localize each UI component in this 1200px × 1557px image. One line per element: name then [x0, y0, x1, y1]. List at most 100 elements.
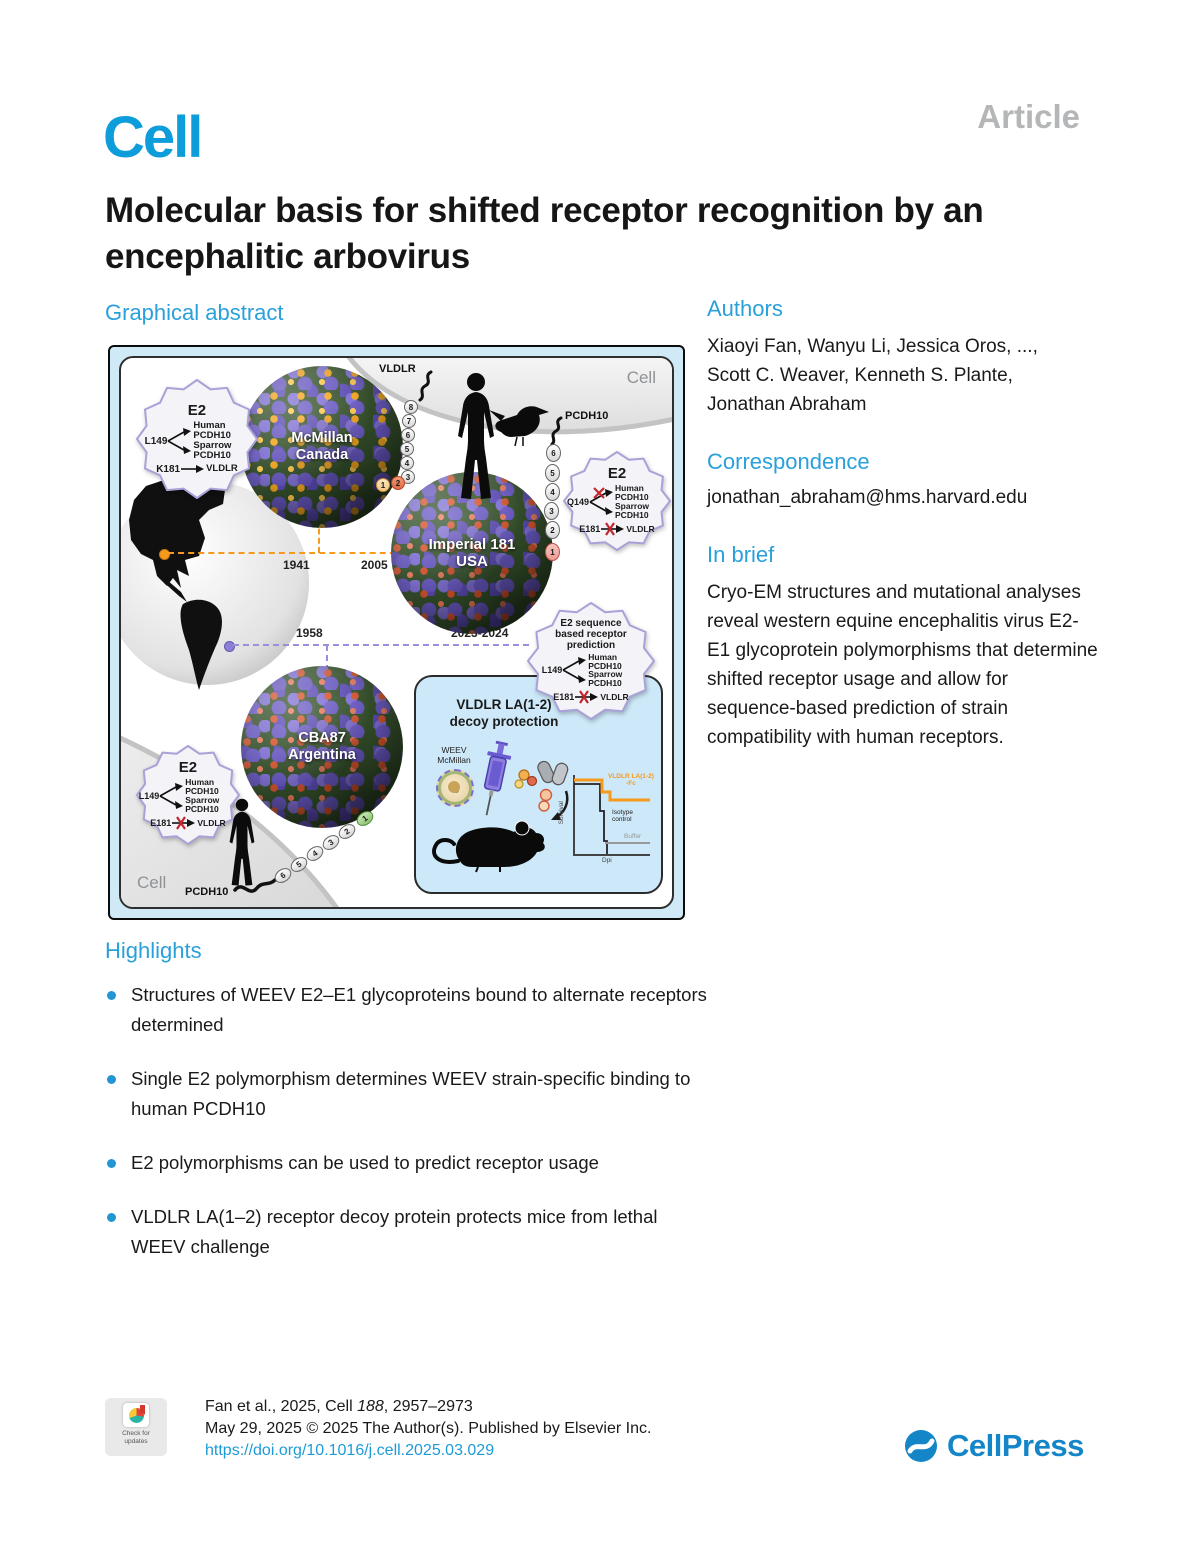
plot-series-buffer: Buffer — [624, 833, 642, 840]
check-for-updates-label: Check for updates — [122, 1430, 150, 1446]
virus-mcmillan: McMillan Canada — [241, 366, 403, 528]
target-vldlr: VLDLR — [626, 523, 655, 534]
residue-e181: E181 — [150, 818, 172, 829]
survival-plot: VLDLR LA(1-2) -Fc Isotype control Buffer… — [558, 771, 654, 875]
highlight-item: E2 polymorphisms can be used to predict … — [105, 1148, 725, 1178]
globe-americas-illustration — [121, 466, 309, 690]
vldlr-domain-6: 6 — [401, 428, 415, 442]
bullet-icon — [107, 1075, 116, 1084]
virus-imperial-country: USA — [456, 553, 488, 570]
citation-line: Fan et al., 2025, Cell 188, 2957–2973 — [205, 1396, 651, 1418]
year-1958: 1958 — [296, 626, 323, 640]
doi-link[interactable]: https://doi.org/10.1016/j.cell.2025.03.0… — [205, 1442, 495, 1459]
virus-imperial-181: Imperial 181 USA — [391, 472, 553, 634]
citation-prefix: Fan et al., 2025, Cell — [205, 1398, 358, 1415]
vldlr-receptor-label: VLDLR — [379, 363, 416, 375]
badge-title: E2 — [178, 758, 198, 776]
vldlr-domain-7: 7 — [402, 414, 416, 428]
target-human-pcdh10: Human PCDH10 — [588, 651, 622, 671]
target-vldlr: VLDLR — [197, 817, 226, 828]
fork-arrows-icon — [167, 428, 192, 455]
vldlr-domain-5: 5 — [400, 442, 414, 456]
plot-series-isotype-line2: control — [612, 816, 632, 824]
arrow-blocked-icon — [601, 522, 625, 536]
copyright-line: May 29, 2025 © 2025 The Author(s). Publi… — [205, 1420, 652, 1437]
authors-heading: Authors — [707, 296, 783, 321]
pcdh10-top-ec6: 6 — [546, 444, 561, 462]
plot-series-decoy-line2: -Fc — [626, 780, 636, 788]
target-vldlr: VLDLR — [600, 691, 629, 702]
timeline-1958-connector — [326, 645, 328, 671]
highlight-text-2: Single E2 polymorphism determines WEEV s… — [131, 1068, 691, 1119]
residue-l149: L149 — [144, 435, 168, 447]
mouse-silhouette — [432, 820, 545, 873]
decoy-molecules-icon — [514, 760, 569, 820]
e2-badge-imperial: E2 Q149 Human PCDH10 Sparrow PCDH10 — [562, 450, 672, 552]
residue-l149: L149 — [541, 665, 563, 676]
highlight-item: VLDLR LA(1–2) receptor decoy protein pro… — [105, 1202, 725, 1262]
origin-dot-north-america — [159, 549, 170, 560]
cellpress-mark-icon — [905, 1430, 937, 1462]
pcdh10-top-ec4: 4 — [545, 483, 560, 501]
highlights-heading: Highlights — [105, 938, 202, 963]
arrow-blocked-icon — [172, 816, 196, 830]
arrow-icon — [181, 465, 205, 474]
vldlr-domain-4: 4 — [400, 456, 414, 470]
correspondence-heading: Correspondence — [707, 449, 870, 474]
weev-label-line2: McMillan — [437, 755, 471, 766]
authors-line-1: Xiaoyi Fan, Wanyu Li, Jessica Oros, ..., — [707, 336, 1038, 357]
plot-ylabel: Survival — [557, 801, 565, 825]
virus-mcmillan-name: McMillan — [291, 430, 353, 447]
pcdh10-top-ec2: 2 — [545, 521, 560, 539]
pcdh10-top-ec1: 1 — [545, 543, 560, 561]
pcdh10-top-receptor-label: PCDH10 — [565, 410, 609, 422]
target-human-pcdh10: Human PCDH10 — [615, 483, 649, 503]
pcdh10-bottom-squiggle — [233, 878, 277, 893]
highlight-item: Structures of WEEV E2–E1 glycoproteins b… — [105, 980, 725, 1040]
bullet-icon — [107, 1159, 116, 1168]
vldlr-tail-squiggle — [418, 370, 433, 402]
correspondence-email[interactable]: jonathan_abraham@hms.harvard.edu — [707, 487, 1028, 508]
footer-citation-block: Fan et al., 2025, Cell 188, 2957–2973 Ma… — [205, 1396, 651, 1462]
highlight-text-3: E2 polymorphisms can be used to predict … — [131, 1152, 599, 1173]
timeline-1941-connector — [318, 510, 320, 553]
target-sparrow-pcdh10: Sparrow PCDH10 — [185, 795, 220, 815]
timeline-1958-line — [233, 644, 529, 646]
e2-badge-cba87: E2 L149 Human PCDH10 Sparrow PCDH10 — [135, 744, 241, 846]
vldlr-domain-8: 8 — [404, 400, 418, 414]
year-2005: 2005 — [361, 558, 388, 572]
residue-e181: E181 — [579, 524, 601, 535]
virus-mcmillan-country: Canada — [295, 447, 349, 463]
decoy-title-line1: VLDLR LA(1-2) — [456, 697, 552, 712]
virus-imperial-name: Imperial 181 — [428, 535, 516, 553]
target-vldlr: VLDLR — [206, 463, 238, 475]
pcdh10-top-squiggle — [550, 416, 563, 446]
virus-cba87-name: CBA87 — [298, 730, 346, 747]
plot-series-decoy-line1: VLDLR LA(1-2) — [608, 773, 654, 780]
cellpress-logo: CellPress — [903, 1428, 1084, 1464]
citation-volume: 188 — [357, 1398, 384, 1415]
residue-q149: Q149 — [566, 497, 590, 508]
fork-arrows-blocked-icon — [589, 487, 614, 516]
bullet-icon — [107, 1213, 116, 1222]
target-sparrow-pcdh10: Sparrow PCDH10 — [615, 501, 650, 521]
e2-badge-mcmillan: E2 L149 Human PCDH10 Sparrow PCDH10 — [135, 378, 259, 500]
human-silhouette-bottom — [229, 798, 255, 886]
plot-series-isotype-line1: Isotype — [612, 809, 633, 816]
plot-xlabel: Dpi — [602, 857, 612, 864]
highlight-text-1: Structures of WEEV E2–E1 glycoproteins b… — [131, 984, 707, 1035]
check-for-updates-badge[interactable]: Check for updates — [105, 1398, 167, 1456]
vldlr-domain-2: 2 — [391, 476, 405, 490]
cell-membrane-swoosh-top — [121, 358, 672, 907]
badge-title: E2 — [607, 464, 627, 482]
year-1941: 1941 — [283, 558, 310, 572]
graphical-abstract-heading: Graphical abstract — [105, 300, 284, 325]
in-brief-text: Cryo-EM structures and mutational analys… — [707, 582, 1098, 748]
cell-journal-logo: Cell — [103, 105, 203, 170]
timeline-1941-line — [168, 552, 416, 554]
origin-dot-south-america — [224, 641, 235, 652]
article-type-label: Article — [977, 98, 1080, 135]
fork-arrows-icon — [562, 657, 587, 684]
cell-watermark-top: Cell — [626, 368, 656, 387]
